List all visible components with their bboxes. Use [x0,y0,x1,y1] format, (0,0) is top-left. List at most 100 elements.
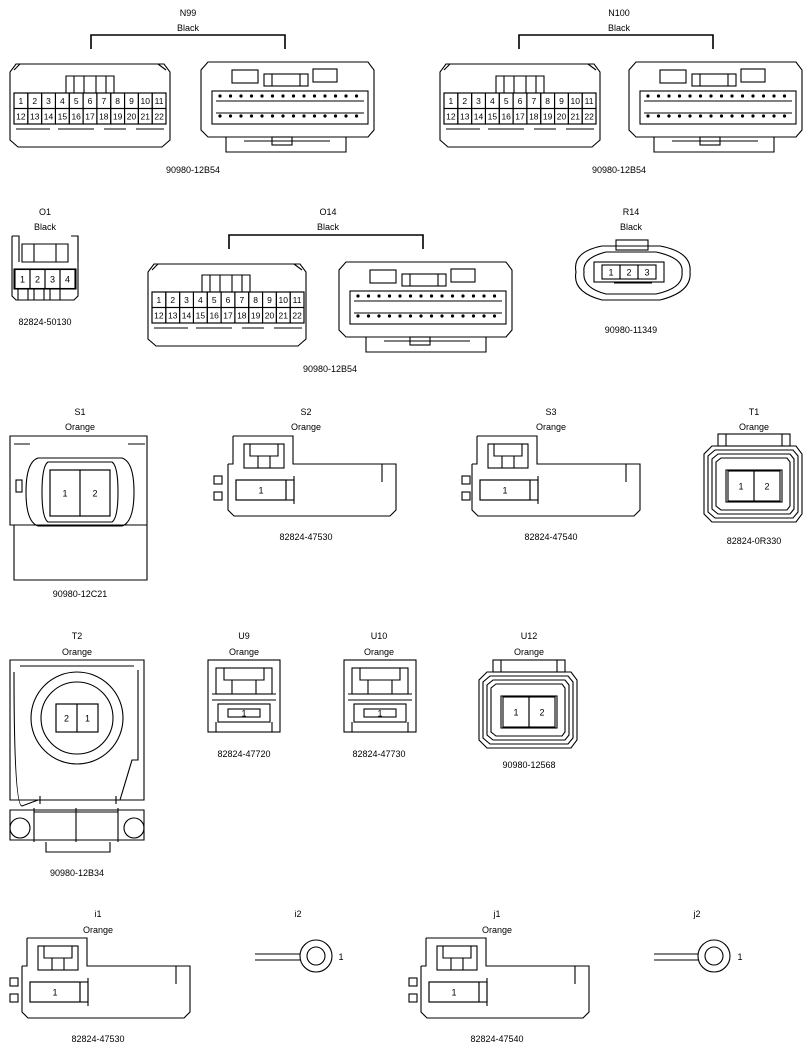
pin-label: 19 [113,111,123,121]
terminal-dot [656,94,661,98]
connector-id: O1 [39,207,51,217]
pin-label: 20 [265,310,275,320]
pin-label: 20 [557,111,567,121]
terminal-dot [492,314,497,318]
pin-label: 14 [474,111,484,121]
cavity-rows [646,94,787,118]
terminal-dot [677,114,682,118]
part-number: 82824-50130 [18,317,71,327]
terminal-dot [312,94,317,98]
pin-label: 1 [513,708,518,718]
terminal-dot [730,94,734,98]
terminal-dot [312,114,317,118]
pin-label: 11 [585,96,594,106]
pin-label: 13 [168,310,178,320]
connector-s3: S3 Orange 1 82824-47540 [461,407,641,542]
pin-cavity [753,470,781,502]
connector-color: Black [620,222,643,232]
pin-label: 1 [738,482,743,492]
terminal-dot [419,314,423,318]
terminal-dot [366,294,371,298]
terminal-dot [450,314,455,318]
connector-id: i2 [294,909,301,919]
terminal-dot [482,294,486,298]
terminal-dot [323,94,327,98]
pin-label: 6 [88,96,93,106]
part-number: 90980-12B54 [303,364,357,374]
connector-color: Orange [536,422,566,432]
terminal-dot [302,114,306,118]
pin-label: 4 [65,275,70,285]
pin-label: 1 [451,988,456,998]
terminal-dot [249,114,254,118]
terminal-dot [730,114,734,118]
terminal-j2: j2 1 [654,909,743,973]
pin-label: 3 [644,268,649,278]
connector-id: N99 [180,8,197,18]
terminal-dot [281,94,285,98]
connector-j1: j1 Orange 1 82824-47540 [408,909,590,1044]
terminal-dot [356,314,360,318]
connector-id: S2 [300,407,311,417]
terminal-dot [239,94,243,98]
terminal-dot [366,314,371,318]
connector-id: U9 [238,631,250,641]
pin-label: 1 [52,988,57,998]
part-number: 82824-47720 [217,749,270,759]
pin-row: 1 [428,981,480,1003]
connector-u9: U9 Orange 1 82824-47720 [207,631,281,759]
pin-label: 3 [184,295,189,305]
pin-label: 12 [154,310,164,320]
terminal-dot [429,314,434,318]
pin-label: 17 [85,111,95,121]
pin-label: 9 [267,295,272,305]
connector-back [338,261,513,353]
terminal-dot [228,114,233,118]
pin-label: 21 [141,111,151,121]
pin-label: 10 [279,295,289,305]
pin-label: 18 [237,310,247,320]
pin-cavity [151,107,167,125]
terminal-dot [471,294,476,298]
connector-color: Orange [514,647,544,657]
terminal-dot [719,114,724,118]
terminal-dot [677,94,682,98]
terminal-dot [461,294,465,298]
connector-id: U12 [521,631,538,641]
pin-label: 2 [462,96,467,106]
pin-label: 2 [64,714,69,724]
pin-label: 15 [488,111,498,121]
pin-label: 16 [209,310,219,320]
pin-label: 10 [571,96,581,106]
pin-cavity [363,708,397,718]
terminal-dot [740,94,745,98]
pin-label: 4 [198,295,203,305]
terminal-dot [772,94,776,98]
terminal-dot [323,114,327,118]
cavity-rows [356,294,497,318]
pin-label: 21 [279,310,289,320]
terminal-dot [218,114,222,118]
terminal-dot [719,94,724,98]
terminal-dot [249,94,254,98]
pin-label: 2 [626,268,631,278]
terminal-dot [751,114,755,118]
connector-id: i1 [94,909,101,919]
pin-label: 8 [115,96,120,106]
connector-color: Black [177,23,200,33]
terminal-dot [688,114,692,118]
terminal-dot [461,314,465,318]
pin-label: 15 [196,310,206,320]
pin-cavity [581,107,597,125]
terminal-dot [667,114,671,118]
